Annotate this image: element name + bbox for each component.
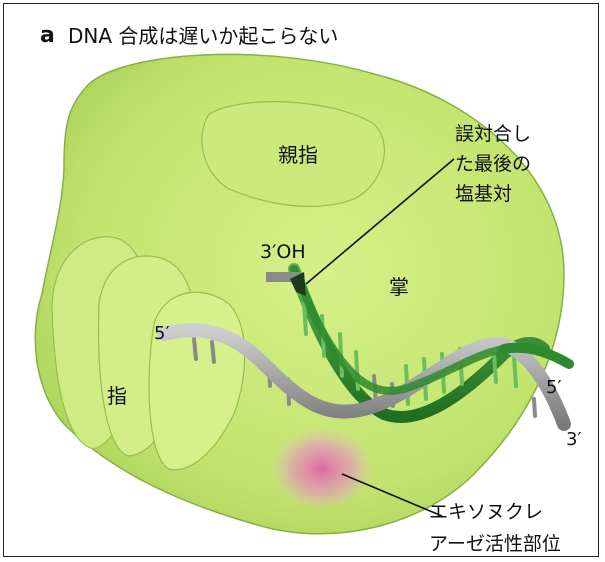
panel-label: a — [40, 22, 55, 51]
thumb-label: 親指 — [278, 142, 318, 168]
exonuclease-label: エキソヌクレ アーゼ活性部位 — [429, 496, 561, 560]
five-prime-right-label: 5′ — [546, 376, 562, 399]
mismatch-line-3: 塩基対 — [455, 179, 531, 209]
fingers-label: 指 — [107, 383, 127, 409]
figure-title: DNA 合成は遅いか起こらない — [68, 23, 338, 49]
exonuclease-site — [270, 427, 374, 511]
exonuclease-line-1: エキソヌクレ — [429, 496, 561, 528]
exonuclease-line-2: アーゼ活性部位 — [429, 528, 561, 560]
polymerase-diagram — [4, 4, 600, 558]
figure-frame: a DNA 合成は遅いか起こらない 親指 掌 指 3′OH 5′ 5′ 3′ 誤… — [3, 3, 599, 557]
three-oh-label: 3′OH — [260, 240, 306, 265]
five-prime-left-label: 5′ — [154, 322, 170, 345]
three-prime-right-label: 3′ — [566, 428, 582, 451]
palm-label: 掌 — [389, 274, 409, 300]
mismatch-label: 誤対合し た最後の 塩基対 — [455, 119, 531, 209]
mismatch-line-2: た最後の — [455, 149, 531, 179]
mismatch-line-1: 誤対合し — [455, 119, 531, 149]
